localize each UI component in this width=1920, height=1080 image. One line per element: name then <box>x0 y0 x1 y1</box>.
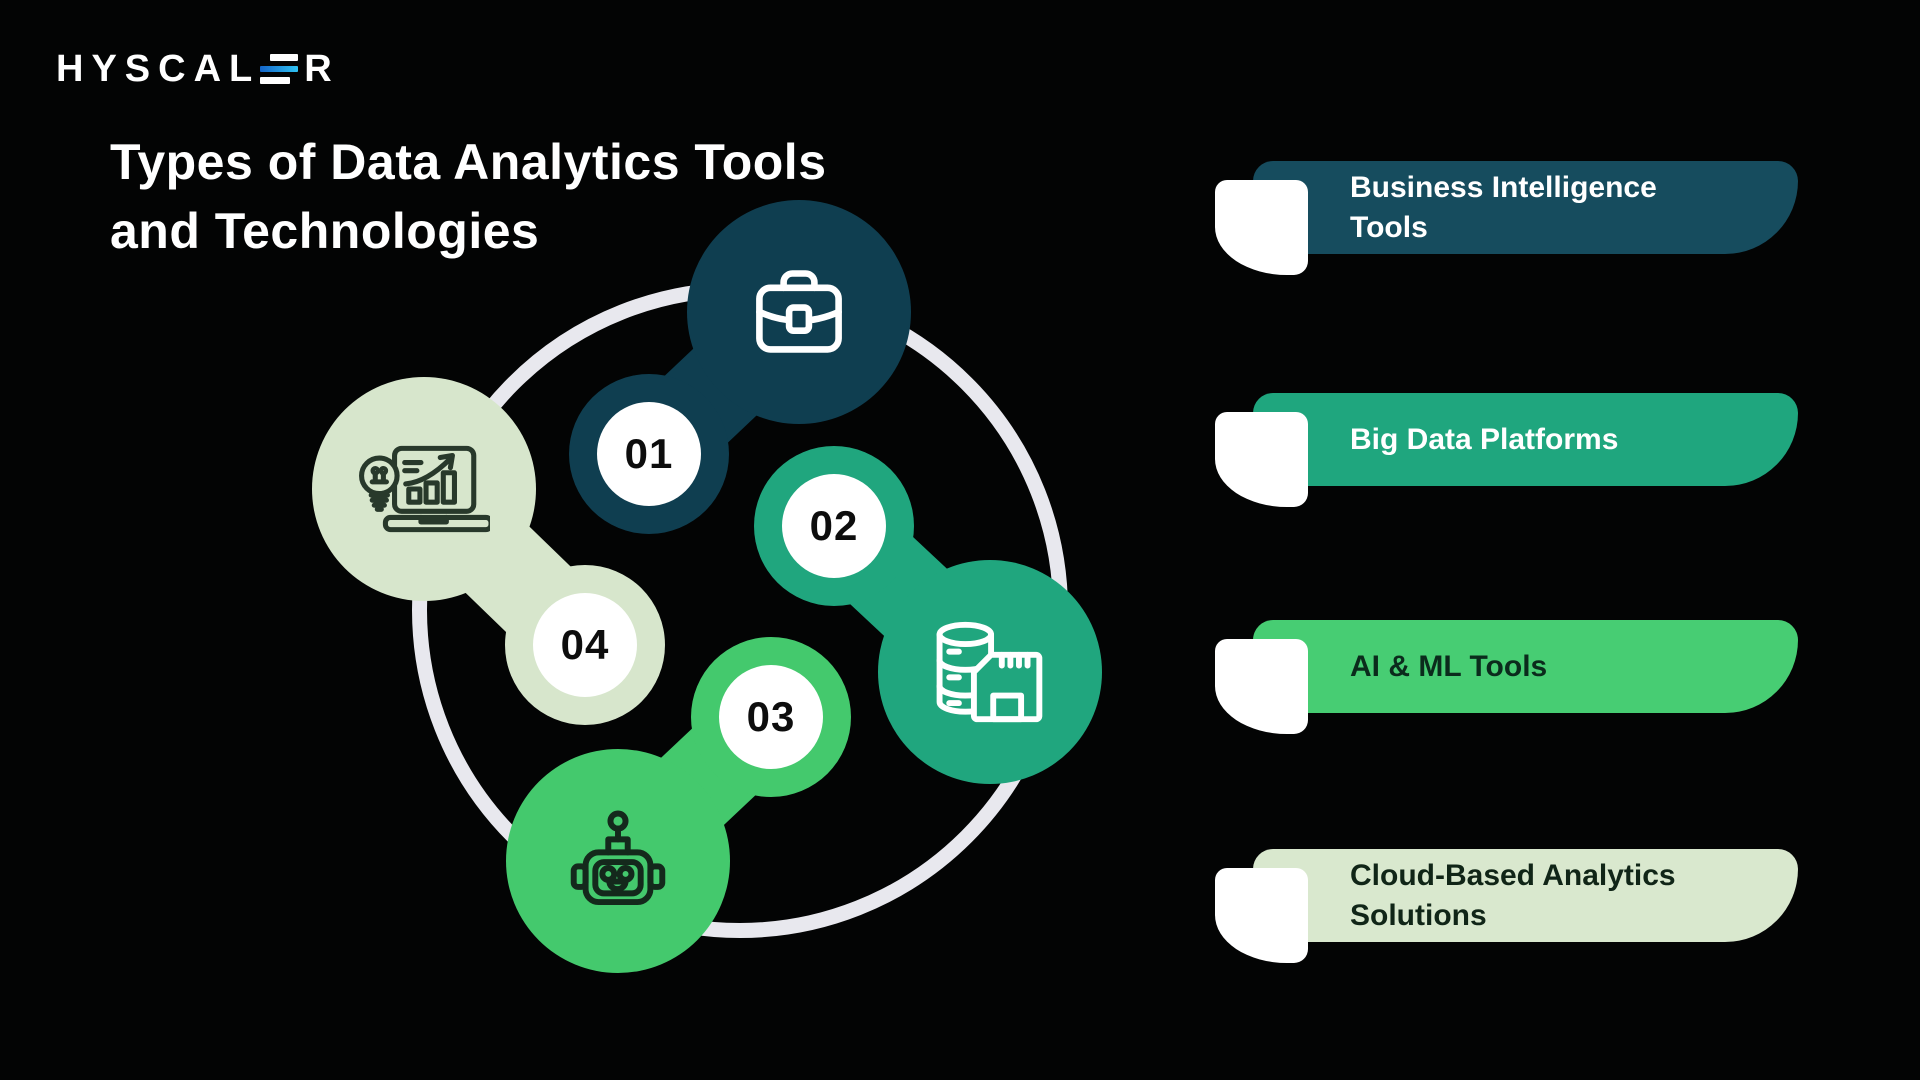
logo-text-suffix: R <box>304 48 340 90</box>
robot-icon <box>570 810 666 906</box>
legend-item-cloud-based-analytics-solutions: Cloud-Based Analytics Solutions <box>1215 849 1815 969</box>
node-02-number: 02 <box>809 502 859 549</box>
page-title-line1: Types of Data Analytics Tools <box>110 134 827 190</box>
legend-banner: Cloud-Based Analytics Solutions <box>1253 849 1798 942</box>
node-03-bubble <box>506 749 730 973</box>
node-04-number: 04 <box>560 621 610 668</box>
page-title-line2: and Technologies <box>110 203 540 259</box>
logo: HYSCAL R <box>56 50 340 88</box>
logo-e-top-bar <box>270 54 299 61</box>
legend-petal-shape <box>1215 412 1308 507</box>
legend-item-ai-ml-tools: AI & ML Tools <box>1215 620 1815 740</box>
briefcase-icon <box>756 270 842 353</box>
legend-petal-shape <box>1215 180 1308 275</box>
legend-item-big-data-platforms: Big Data Platforms <box>1215 393 1815 513</box>
legend-label: AI & ML Tools <box>1350 649 1548 683</box>
legend-banner: Big Data Platforms <box>1253 393 1798 486</box>
legend-banner: Business Intelligence Tools <box>1253 161 1798 254</box>
logo-e-middle-bar <box>260 65 299 73</box>
legend-label: Big Data Platforms <box>1350 422 1619 456</box>
page-title: Types of Data Analytics Tools and Techno… <box>110 128 827 266</box>
logo-e-bottom-bar <box>260 77 291 84</box>
legend-petal-shape <box>1215 639 1308 734</box>
legend-banner: AI & ML Tools <box>1253 620 1798 713</box>
node-04-bubble <box>312 377 536 601</box>
node-01-number-badge: 01 <box>597 402 701 506</box>
legend-label: Cloud-Based Analytics Solutions <box>1350 858 1676 932</box>
node-04-number-badge: 04 <box>533 593 637 697</box>
node-01-number: 01 <box>624 430 674 477</box>
node-02-number-badge: 02 <box>782 474 886 578</box>
node-03-number: 03 <box>746 693 796 740</box>
database-chip-icon <box>936 621 1043 723</box>
logo-stylized-e-icon <box>260 54 299 84</box>
legend-petal-shape <box>1215 868 1308 963</box>
logo-text-prefix: HYSCAL <box>56 48 261 90</box>
insight-laptop-icon <box>359 445 490 533</box>
legend-label: Business Intelligence Tools <box>1350 170 1657 244</box>
legend-item-business-intelligence-tools: Business Intelligence Tools <box>1215 161 1815 281</box>
node-02-bubble <box>878 560 1102 784</box>
node-01-bubble <box>687 200 911 424</box>
node-03-number-badge: 03 <box>719 665 823 769</box>
